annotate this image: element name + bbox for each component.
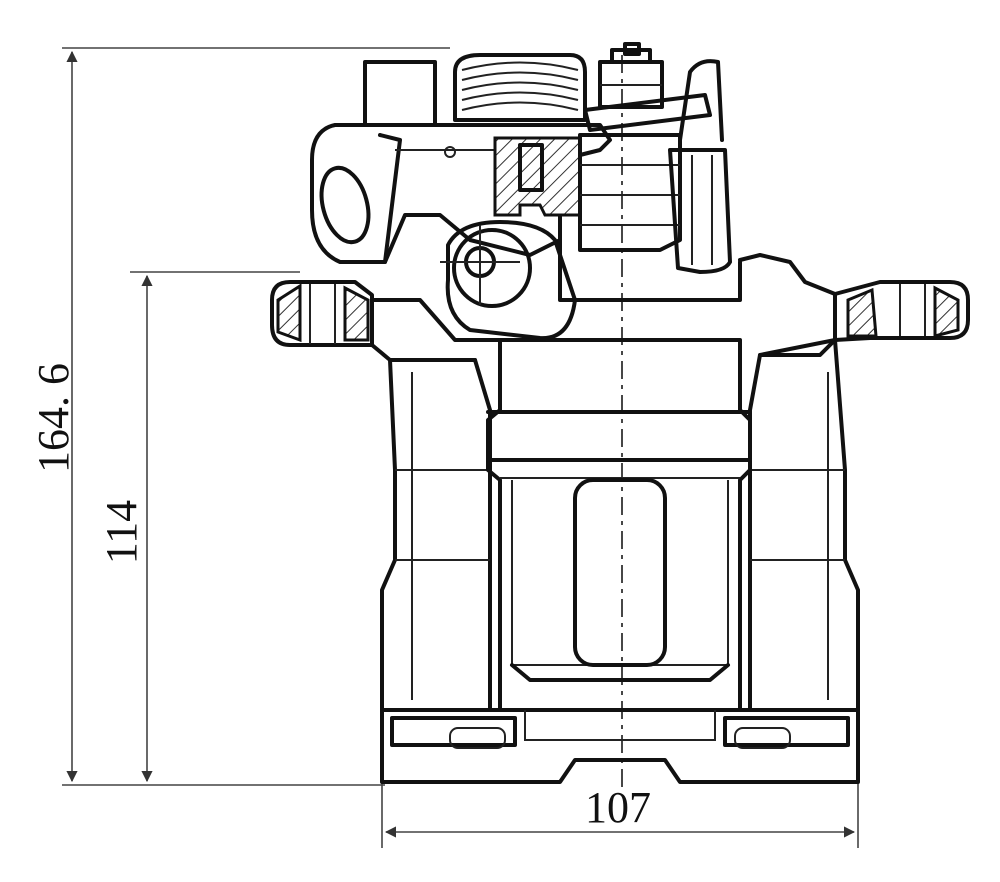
return-spring <box>363 53 587 127</box>
dimension-mount-height: 114 <box>97 271 300 783</box>
parking-brake-lever <box>310 123 612 264</box>
adjuster-nut <box>598 42 664 109</box>
lever-pivot-boss <box>440 220 577 341</box>
mounting-bracket <box>270 253 970 362</box>
dimension-label-mount-height: 114 <box>97 500 146 564</box>
dimension-label-overall-height: 164. 6 <box>29 363 78 473</box>
actuator-arm <box>558 59 742 302</box>
brake-pad-bridge <box>380 708 860 784</box>
dimension-overall-height: 164. 6 <box>29 47 450 786</box>
dimension-label-width: 107 <box>585 783 651 832</box>
piston-housing <box>486 338 752 712</box>
right-guide-pillar <box>748 338 860 712</box>
cable-block <box>363 60 437 127</box>
dimension-width: 107 <box>381 740 859 848</box>
piston-window <box>573 478 667 667</box>
left-guide-pillar <box>380 358 492 712</box>
